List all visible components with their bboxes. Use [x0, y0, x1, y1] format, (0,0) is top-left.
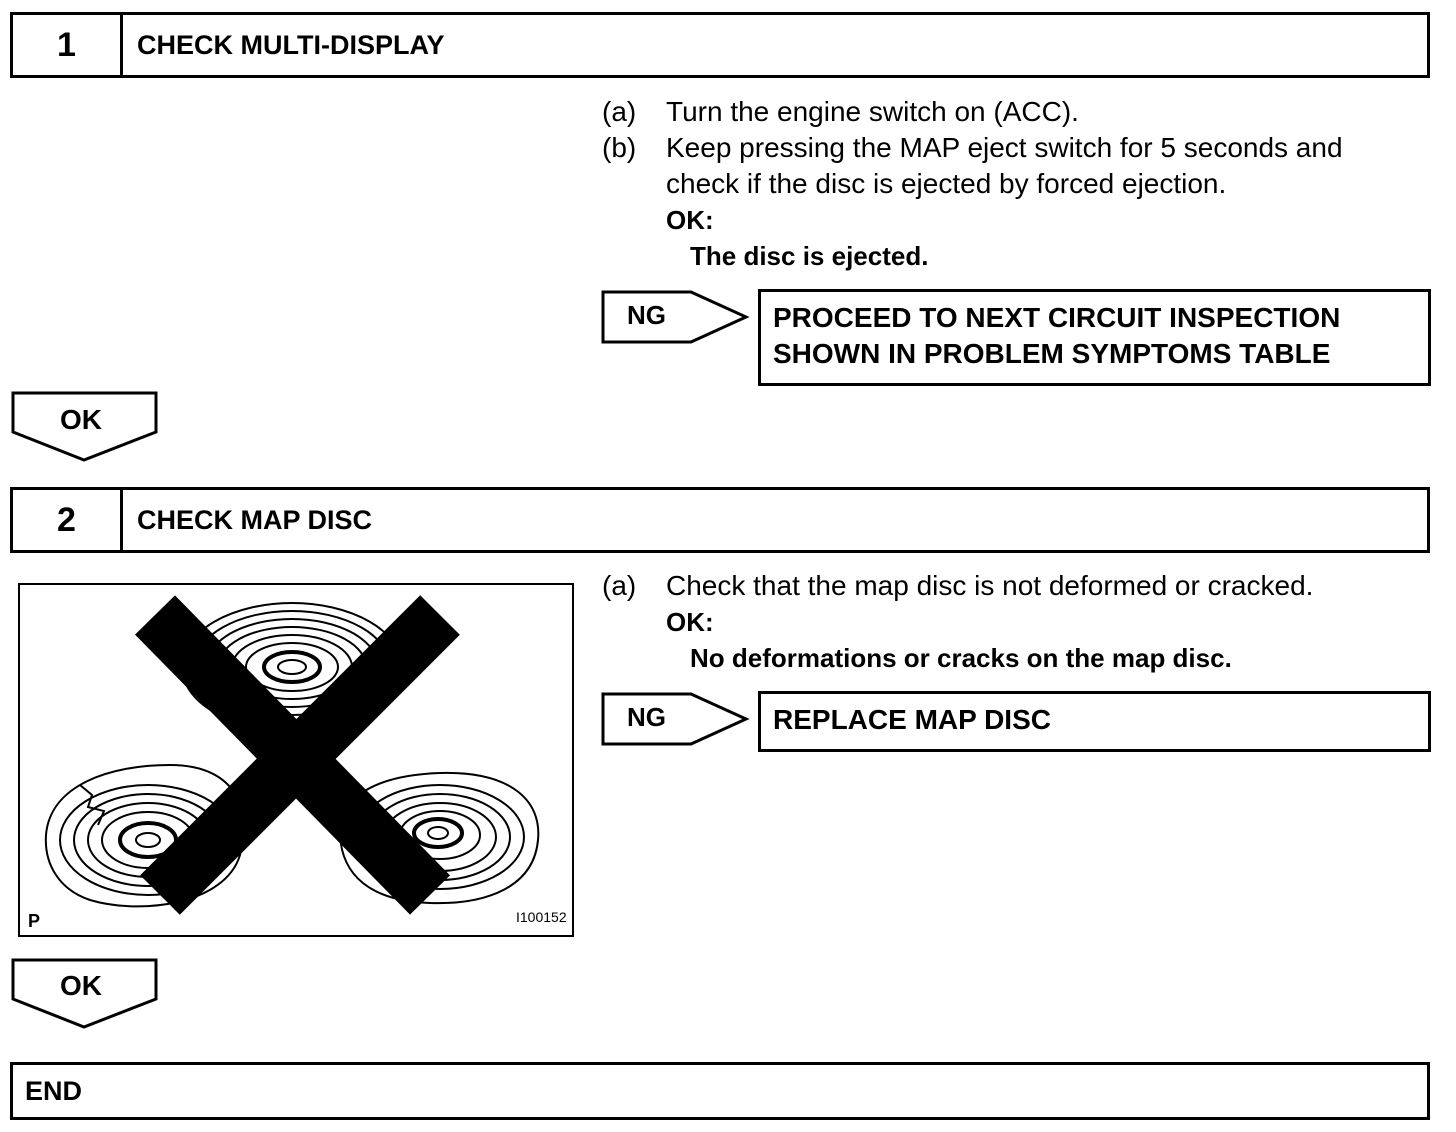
figure-corner-tag: P: [28, 911, 41, 931]
step-1-header: 1 CHECK MULTI-DISPLAY: [10, 12, 1430, 78]
step-1-ng-arrow-icon: [601, 290, 750, 344]
instruction-text: Keep pressing the MAP eject switch for 5…: [666, 132, 1343, 163]
instruction-label: (a): [602, 570, 637, 601]
step-2-ok-arrow-label: OK: [60, 970, 102, 1001]
figure-id: I100152: [516, 909, 567, 925]
step-1-ok-arrow-label: OK: [60, 404, 102, 435]
step-2-ok-heading: OK:: [666, 607, 714, 637]
step-2-ng-label: NG: [627, 702, 666, 732]
instruction-label: (b): [602, 132, 637, 163]
step-1-ng-label: NG: [627, 300, 666, 330]
step-1-instruction-b: (b) Keep pressing the MAP eject switch f…: [602, 130, 1422, 202]
step-1-number: 1: [13, 15, 123, 75]
result-line: SHOWN IN PROBLEM SYMPTOMS TABLE: [773, 338, 1331, 369]
result-line: REPLACE MAP DISC: [773, 704, 1051, 735]
step-2-number: 2: [13, 490, 123, 550]
instruction-text: Check that the map disc is not deformed …: [666, 570, 1314, 601]
step-2-ng-arrow-icon: [601, 692, 750, 746]
step-1-instruction-a: (a) Turn the engine switch on (ACC).: [602, 94, 1422, 130]
step-1-ng-result: PROCEED TO NEXT CIRCUIT INSPECTION SHOWN…: [758, 289, 1431, 386]
map-disc-illustration: [44, 595, 540, 915]
step-2-ok-arrow-icon: [11, 958, 158, 1029]
step-2-title: CHECK MAP DISC: [137, 504, 373, 535]
result-line: PROCEED TO NEXT CIRCUIT INSPECTION: [773, 302, 1341, 333]
instruction-label: (a): [602, 96, 637, 127]
end-box: END: [10, 1062, 1430, 1120]
map-disc-figure: P I100152: [18, 583, 574, 937]
step-1-title: CHECK MULTI-DISPLAY: [137, 29, 445, 60]
end-label: END: [25, 1075, 83, 1106]
step-2-ng-result: REPLACE MAP DISC: [758, 691, 1431, 752]
step-1-ok-arrow-icon: [11, 391, 158, 462]
instruction-text: Turn the engine switch on (ACC).: [666, 96, 1079, 127]
step-2-instruction-a: (a) Check that the map disc is not defor…: [602, 568, 1422, 604]
step-1-ok-text: The disc is ejected.: [690, 241, 929, 271]
step-1-ok-heading: OK:: [666, 205, 714, 235]
instruction-text: check if the disc is ejected by forced e…: [666, 168, 1227, 199]
step-2-header: 2 CHECK MAP DISC: [10, 487, 1430, 553]
prohibited-x-icon: [135, 595, 460, 915]
step-2-ok-text: No deformations or cracks on the map dis…: [690, 643, 1232, 673]
